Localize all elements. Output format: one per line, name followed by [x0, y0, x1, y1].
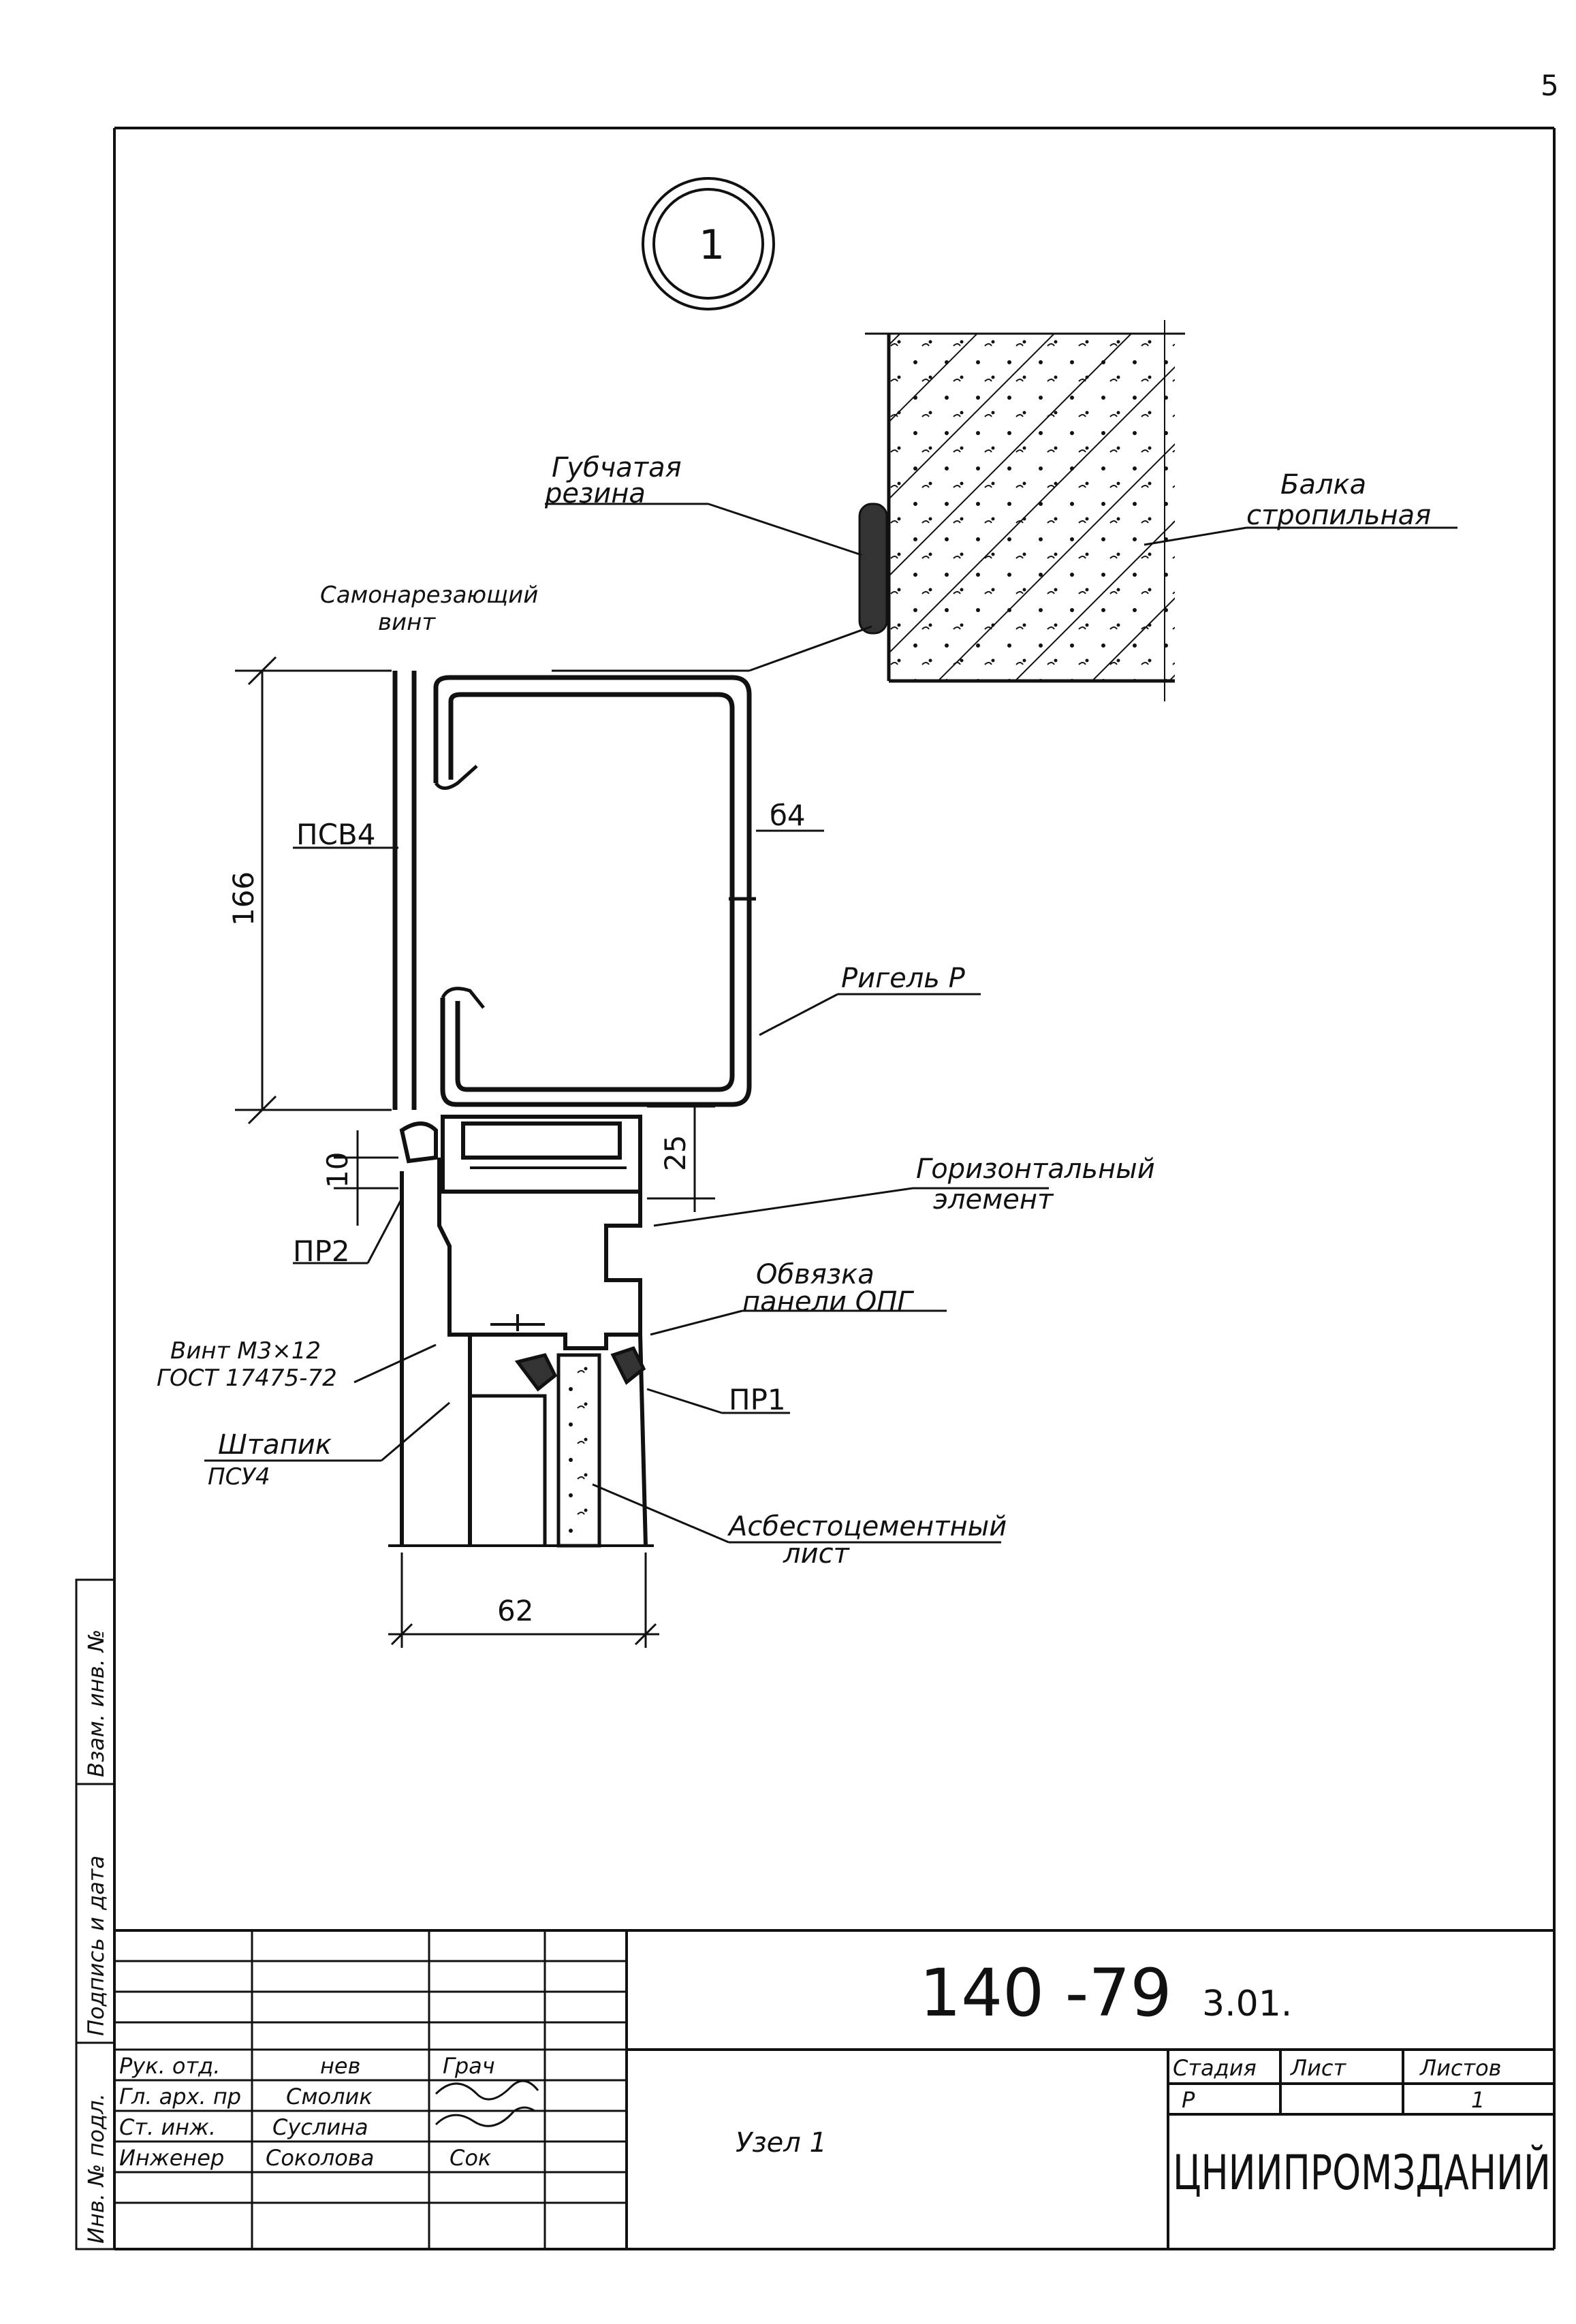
side-stamp-inv: Инв. № подл.	[83, 2093, 109, 2244]
label-frame-opg-1: Обвязка	[756, 1259, 874, 1290]
dimension-25	[647, 1105, 715, 1212]
label-shtapik-2: ПСУ4	[208, 1463, 270, 1491]
label-shtapik-1: Штапик	[218, 1429, 332, 1461]
person-signature: Сок	[450, 2145, 492, 2171]
label-self-tapping-screw-1: Самонарезающий	[320, 582, 538, 609]
side-stamp	[75, 1578, 116, 2250]
dimension-10-label: 10	[321, 1152, 354, 1188]
leader-lines	[204, 503, 1457, 1544]
label-screw-m3-1: Винт М3×12	[170, 1337, 321, 1365]
sponge-rubber	[858, 503, 888, 635]
person-name: Суслина	[272, 2114, 368, 2140]
panel-frame	[400, 1158, 648, 1546]
dimension-25-label: 25	[659, 1135, 692, 1171]
label-asbestos-sheet-2: лист	[783, 1538, 851, 1570]
label-rafter-beam-2: стропильная	[1246, 500, 1431, 531]
label-screw-m3-2: ГОСТ 17475-72	[157, 1365, 337, 1392]
node-marker-number: 1	[699, 221, 725, 269]
person-role: Инженер	[119, 2145, 224, 2171]
title-block	[114, 1929, 1554, 2249]
person-role: Гл. арх. пр	[119, 2084, 241, 2110]
person-role: Рук. отд.	[119, 2053, 220, 2079]
label-pr1: ПР1	[729, 1383, 786, 1416]
doc-suffix: 3.01.	[1202, 1984, 1292, 2024]
label-sponge-rubber-2: резина	[544, 478, 646, 509]
sheets-value: 1	[1471, 2087, 1485, 2113]
label-pr2: ПР2	[293, 1235, 350, 1268]
label-psv4: ПСВ4	[296, 818, 375, 851]
horizontal-element	[399, 1115, 642, 1194]
side-stamp-replace: Взам. инв. №	[83, 1629, 109, 1777]
label-b4: б4	[770, 799, 806, 832]
person-signature: Грач	[443, 2053, 495, 2079]
rafter-beam	[865, 320, 1185, 701]
node-marker: 1	[642, 177, 775, 311]
page-number: 5	[1541, 69, 1559, 102]
label-horizontal-element-2: элемент	[933, 1184, 1054, 1215]
label-sponge-rubber-1: Губчатая	[552, 452, 682, 483]
doc-number: 140 -79	[919, 1955, 1172, 2031]
label-horizontal-element-1: Горизонтальный	[916, 1153, 1155, 1185]
person-name: Смолик	[286, 2084, 373, 2110]
col-sheet: Лист	[1290, 2055, 1346, 2081]
side-stamp-sign: Подпись и дата	[83, 1856, 109, 2036]
label-rigel: Ригель Р	[841, 963, 966, 994]
rigel-profile	[392, 671, 756, 1110]
dimension-166-label: 166	[227, 872, 260, 926]
label-asbestos-sheet-1: Асбестоцементный	[727, 1511, 1007, 1542]
person-name: нев	[320, 2053, 360, 2079]
dimension-62	[388, 1553, 659, 1648]
stage-value: Р	[1182, 2087, 1195, 2113]
person-name: Соколова	[266, 2145, 374, 2171]
signature-scribbles	[435, 2080, 539, 2127]
asbestos-sheet	[556, 1353, 601, 1548]
label-self-tapping-screw-2: винт	[378, 609, 436, 636]
dimension-62-label: 62	[497, 1594, 533, 1627]
organization: ЦНИИПРОМЗДАНИЙ	[1173, 2145, 1551, 2201]
person-role: Ст. инж.	[119, 2114, 216, 2140]
label-rafter-beam-1: Балка	[1280, 469, 1366, 500]
label-frame-opg-2: панели ОПГ	[742, 1286, 914, 1318]
col-sheets: Листов	[1419, 2055, 1502, 2081]
drawing-name: Узел 1	[736, 2127, 827, 2159]
dimension-10	[334, 1130, 398, 1226]
dimension-166	[235, 656, 392, 1125]
shtapik	[470, 1346, 646, 1546]
col-stage: Стадия	[1173, 2055, 1257, 2081]
